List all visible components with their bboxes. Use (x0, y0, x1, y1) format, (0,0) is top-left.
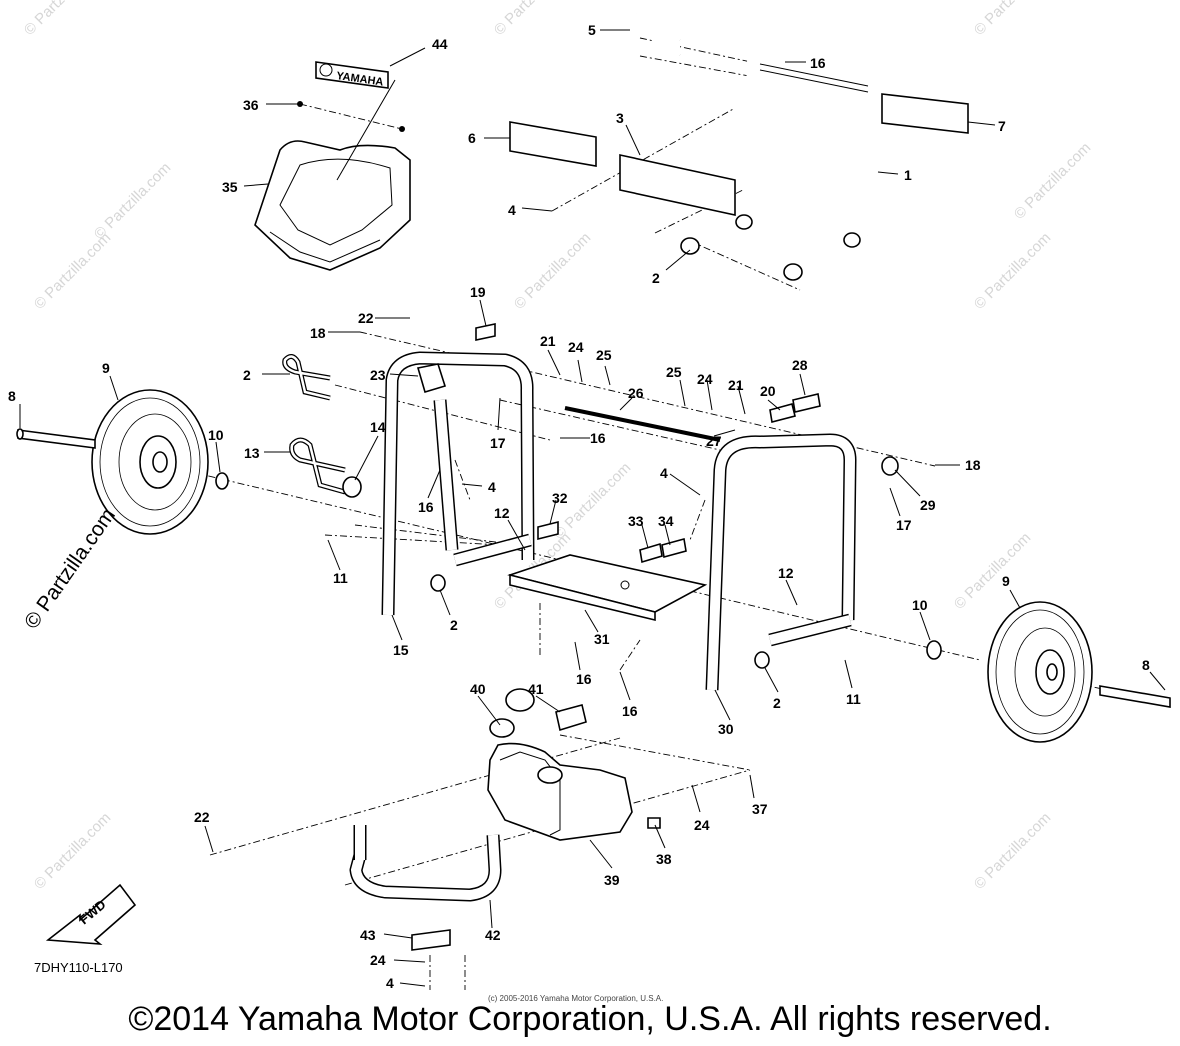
callout-4: 4 (508, 202, 516, 218)
right-wheel (987, 601, 1093, 743)
label-right (881, 93, 969, 134)
right-frame (705, 433, 857, 691)
callout-28: 28 (792, 357, 808, 373)
callout-35: 35 (222, 179, 238, 195)
callout-20: 20 (760, 383, 776, 399)
left-wheel (91, 389, 209, 535)
panel-bracket (619, 154, 736, 216)
callout-37: 37 (752, 801, 768, 817)
callouts: 44 36 35 5 16 7 1 6 3 4 2 19 22 18 23 2 … (8, 22, 1150, 991)
fuel-tank (487, 742, 633, 841)
label-left (509, 121, 597, 167)
callout-7: 7 (998, 118, 1006, 134)
callout-27: 27 (706, 433, 722, 449)
callout-21: 21 (540, 333, 556, 349)
callout-11: 11 (846, 691, 861, 707)
callout-43: 43 (360, 927, 376, 943)
callout-16: 16 (576, 671, 592, 687)
watermark-text: © Partzilla.com (491, 0, 574, 39)
callout-22: 22 (358, 310, 374, 326)
leader-lines (19, 29, 1166, 987)
callout-26: 26 (628, 385, 644, 401)
callout-29: 29 (920, 497, 936, 513)
callout-31: 31 (594, 631, 610, 647)
watermark-text: © Partzilla.com (971, 809, 1054, 892)
callout-11: 11 (333, 570, 348, 586)
callout-2: 2 (450, 617, 458, 633)
callout-22: 22 (194, 809, 210, 825)
watermark-text: © Partzilla.com (951, 529, 1034, 612)
callout-12: 12 (778, 565, 794, 581)
callout-21: 21 (728, 377, 744, 393)
callout-39: 39 (604, 872, 620, 888)
watermark-text: © Partzilla.com (971, 0, 1054, 39)
base-plate (507, 554, 708, 622)
callout-16: 16 (590, 430, 606, 446)
assembly-lines (29, 37, 1161, 990)
callout-24: 24 (694, 817, 710, 833)
callout-38: 38 (656, 851, 672, 867)
callout-25: 25 (596, 347, 612, 363)
callout-6: 6 (468, 130, 476, 146)
callout-19: 19 (470, 284, 486, 300)
watermark-text: © Partzilla.com (511, 229, 594, 312)
small-copyright: (c) 2005-2016 Yamaha Motor Corporation, … (488, 994, 664, 1003)
callout-30: 30 (718, 721, 734, 737)
callout-18: 18 (310, 325, 326, 341)
left-frame (381, 351, 535, 616)
watermark-text: © Partzilla.com (31, 809, 114, 892)
callout-17: 17 (896, 517, 912, 533)
callout-24: 24 (697, 371, 713, 387)
callout-16: 16 (622, 703, 638, 719)
callout-16: 16 (810, 55, 826, 71)
callout-32: 32 (552, 490, 568, 506)
callout-3: 3 (616, 110, 624, 126)
callout-23: 23 (370, 367, 386, 383)
callout-10: 10 (208, 427, 224, 443)
callout-18: 18 (965, 457, 981, 473)
callout-8: 8 (1142, 657, 1150, 673)
upper-handle (735, 0, 880, 248)
callout-12: 12 (494, 505, 510, 521)
callout-24: 24 (370, 952, 386, 968)
callout-24: 24 (568, 339, 584, 355)
callout-13: 13 (244, 445, 260, 461)
lift-handle (349, 825, 502, 902)
callout-14: 14 (370, 419, 386, 435)
fwd-arrow-icon: FWD (45, 883, 137, 945)
callout-2: 2 (243, 367, 251, 383)
callout-36: 36 (243, 97, 259, 113)
callout-9: 9 (102, 360, 110, 376)
callout-4: 4 (488, 479, 496, 495)
callout-10: 10 (912, 597, 928, 613)
diagram-code: 7DHY110-L170 (34, 960, 123, 975)
callout-17: 17 (490, 435, 506, 451)
callout-44: 44 (432, 36, 448, 52)
watermark-text: © Partzilla.com (1011, 139, 1094, 222)
yamaha-emblem: YAMAHA (315, 61, 389, 89)
callout-42: 42 (485, 927, 501, 943)
callout-41: 41 (528, 681, 544, 697)
callout-16: 16 (418, 499, 434, 515)
callout-40: 40 (470, 681, 486, 697)
callout-5: 5 (588, 22, 596, 38)
callout-1: 1 (904, 167, 912, 183)
callout-33: 33 (628, 513, 644, 529)
callout-2: 2 (652, 270, 660, 286)
callout-2: 2 (773, 695, 781, 711)
top-cover (254, 101, 411, 271)
callout-4: 4 (660, 465, 668, 481)
callout-15: 15 (393, 642, 409, 658)
watermark-text: © Partzilla.com (91, 159, 174, 242)
watermark-text: © Partzilla.com (971, 229, 1054, 312)
watermark-text: © Partzilla.com (21, 0, 104, 39)
callout-25: 25 (666, 364, 682, 380)
callout-8: 8 (8, 388, 16, 404)
callout-34: 34 (658, 513, 674, 529)
footer-copyright: ©2014 Yamaha Motor Corporation, U.S.A. A… (128, 1000, 1052, 1038)
callout-9: 9 (1002, 573, 1010, 589)
callout-4: 4 (386, 975, 394, 991)
